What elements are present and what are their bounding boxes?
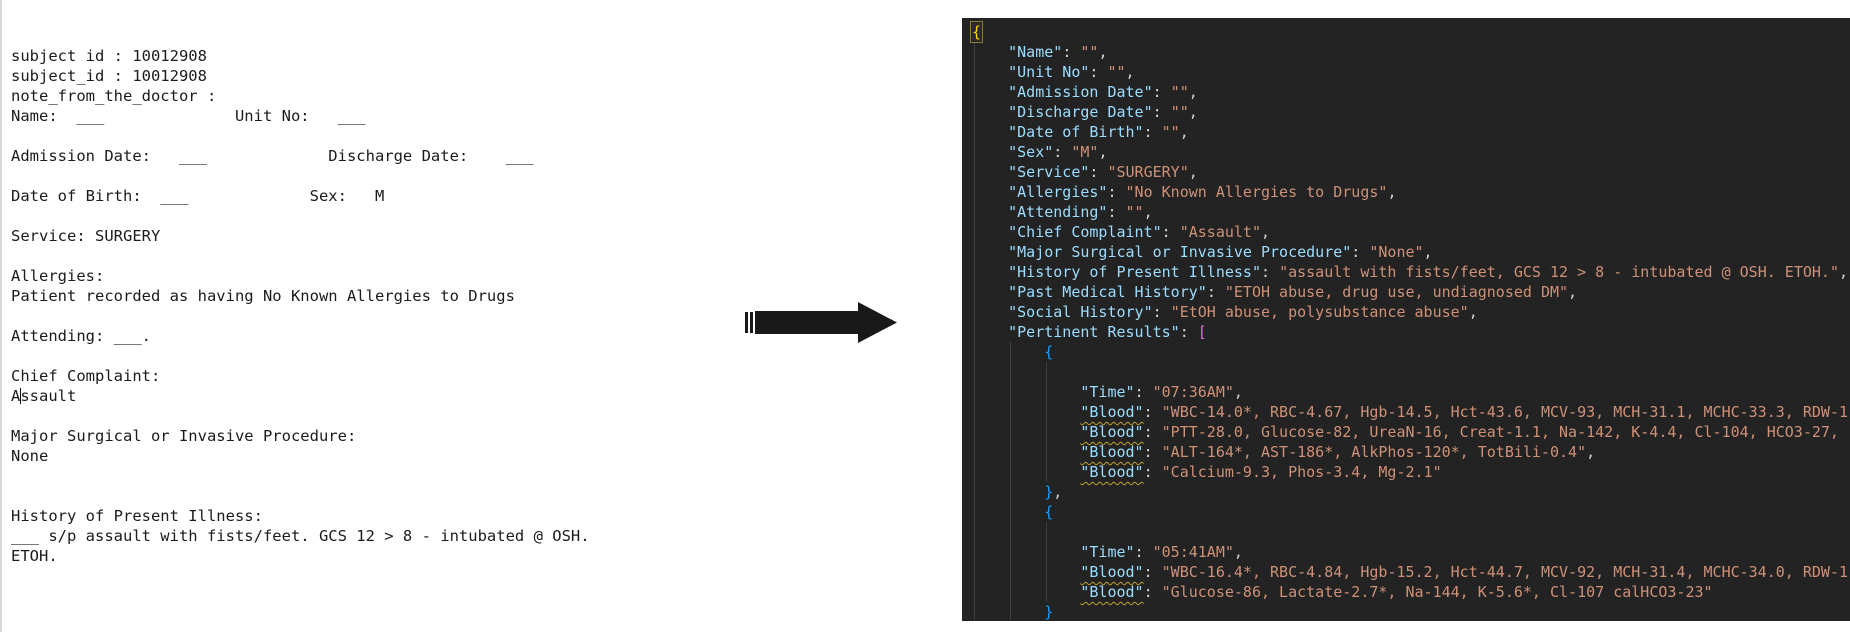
doc-line: subject_id : 10012908	[11, 67, 207, 85]
doc-line: Date of Birth: ___ Sex: M	[11, 187, 385, 205]
code-line: "Blood": "Glucose-86, Lactate-2.7*, Na-1…	[1080, 583, 1713, 601]
code-line: "Allergies": "No Known Allergies to Drug…	[1008, 183, 1397, 201]
doc-line	[11, 406, 760, 426]
code-line: "Admission Date": "",	[1008, 83, 1198, 101]
code-line: "Social History": "EtOH abuse, polysubst…	[1008, 303, 1478, 321]
code-line: "Blood": "Calcium-9.3, Phos-3.4, Mg-2.1"	[1080, 463, 1442, 481]
code-line: }	[1044, 603, 1054, 621]
duplicate-key-warning: "Blood"	[1080, 423, 1144, 441]
doc-line: Service: SURGERY	[11, 227, 161, 245]
doc-line: Allergies:	[11, 267, 105, 285]
doc-line	[11, 466, 760, 486]
duplicate-key-warning: "Blood"	[1080, 583, 1144, 601]
code-line: {	[1044, 343, 1054, 361]
indent-guide	[1046, 522, 1047, 602]
doc-line: Name: ___ Unit No: ___	[11, 107, 366, 125]
code-line: "Date of Birth": "",	[1008, 123, 1189, 141]
doc-line: Patient recorded as having No Known Alle…	[11, 287, 515, 305]
doc-line	[11, 246, 760, 266]
code-line: "History of Present Illness": "assault w…	[1008, 263, 1849, 281]
duplicate-key-warning: "Blood"	[1080, 563, 1144, 581]
doc-line: subject id : 10012908	[11, 47, 207, 65]
document-panel[interactable]: subject id : 10012908 subject_id : 100129…	[0, 0, 760, 632]
document-window-edge	[0, 0, 2, 632]
transform-arrow	[745, 298, 899, 346]
doc-line: note_from_the_doctor :	[11, 87, 217, 105]
doc-line	[11, 486, 760, 506]
indent-guide	[1010, 342, 1011, 621]
doc-line: ETOH.	[11, 547, 58, 565]
code-line: "Service": "SURGERY",	[1008, 163, 1198, 181]
doc-line	[11, 346, 760, 366]
indent-guide	[974, 42, 975, 621]
code-line: "Attending": "",	[1008, 203, 1153, 221]
code-line: "Blood": "WBC-16.4*, RBC-4.84, Hgb-15.2,…	[1080, 563, 1848, 581]
code-line: "Major Surgical or Invasive Procedure": …	[1008, 243, 1433, 261]
code-line: "Blood": "WBC-14.0*, RBC-4.67, Hgb-14.5,…	[1080, 403, 1848, 421]
code-line: "Time": "07:36AM",	[1080, 383, 1243, 401]
editor-panel[interactable]: { "Name": "", "Unit No": "", "Admission …	[962, 18, 1850, 621]
doc-line	[11, 206, 760, 226]
doc-line: ___ s/p assault with fists/feet. GCS 12 …	[11, 527, 590, 545]
code-line: {	[1044, 503, 1054, 521]
code-line: "Pertinent Results": [	[1008, 323, 1207, 341]
duplicate-key-warning: "Blood"	[1080, 463, 1144, 481]
indent-guide	[1046, 362, 1047, 482]
document-lines: subject id : 10012908 subject_id : 100129…	[11, 46, 760, 566]
doc-line	[11, 306, 760, 326]
code-line: "Unit No": "",	[1008, 63, 1135, 81]
doc-line: Admission Date: ___ Discharge Date: ___	[11, 147, 534, 165]
code-line: "Sex": "M",	[1008, 143, 1108, 161]
code-line: "Name": "",	[1008, 43, 1108, 61]
code-line	[972, 362, 1850, 382]
code-line: "Past Medical History": "ETOH abuse, dru…	[1008, 283, 1578, 301]
doc-line: Attending: ___.	[11, 327, 151, 345]
duplicate-key-warning: "Blood"	[1080, 403, 1144, 421]
code-line: {	[969, 21, 984, 43]
duplicate-key-warning: "Blood"	[1080, 443, 1144, 461]
code-line: "Blood": "PTT-28.0, Glucose-82, UreaN-16…	[1080, 423, 1848, 441]
code-line: "Time": "05:41AM",	[1080, 543, 1243, 561]
text-cursor	[20, 388, 22, 404]
doc-line	[11, 166, 760, 186]
code-line: "Discharge Date": "",	[1008, 103, 1198, 121]
editor-code: { "Name": "", "Unit No": "", "Admission …	[962, 18, 1850, 621]
doc-line: Major Surgical or Invasive Procedure:	[11, 427, 357, 445]
code-line: "Blood": "ALT-164*, AST-186*, AlkPhos-12…	[1080, 443, 1596, 461]
right-arrow-icon	[745, 302, 897, 343]
code-line	[972, 522, 1850, 542]
code-line: },	[1044, 483, 1063, 501]
doc-line: None	[11, 447, 49, 465]
doc-line	[11, 126, 760, 146]
code-line: "Chief Complaint": "Assault",	[1008, 223, 1271, 241]
doc-line: Chief Complaint:	[11, 367, 161, 385]
doc-line: Assault	[11, 387, 77, 405]
doc-line: History of Present Illness:	[11, 507, 263, 525]
